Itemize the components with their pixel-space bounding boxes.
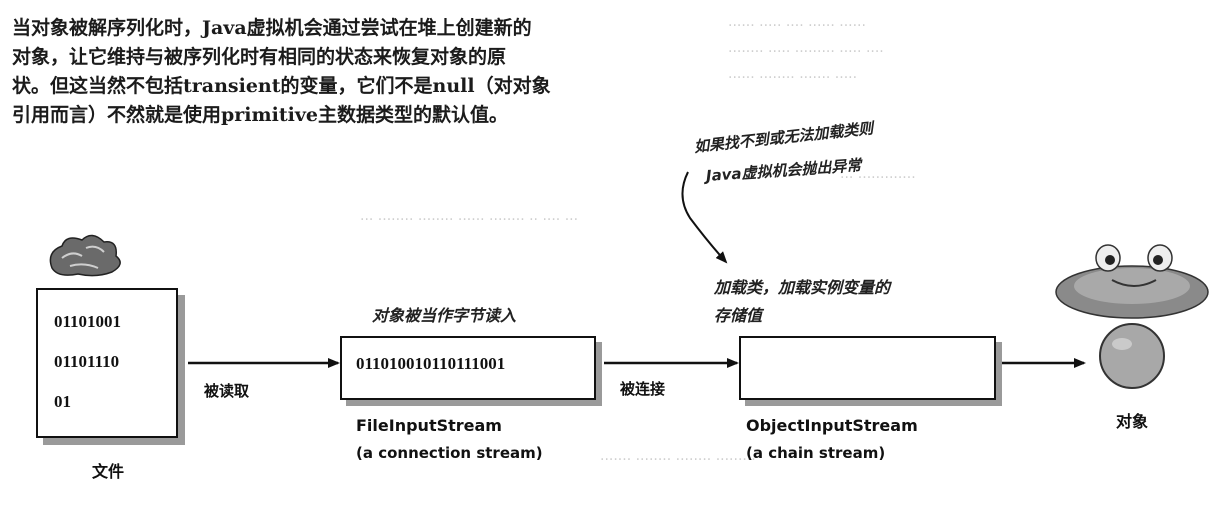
intro-paragraph: 当对象被解序列化时，Java虚拟机会通过尝试在堆上创建新的 对象，让它维持与被序…: [12, 14, 702, 130]
object-ball: [1099, 323, 1165, 389]
paragraph-line: 当对象被解序列化时，Java虚拟机会通过尝试在堆上创建新的: [12, 17, 532, 39]
file-label: 文件: [92, 462, 125, 481]
paragraph-line: 引用而言）不然就是使用primitive主数据类型的默认值。: [12, 104, 508, 126]
file-bits-line: 01101110: [54, 352, 120, 371]
object-label: 对象: [1116, 412, 1149, 431]
load-class-note-line2: 存储值: [714, 306, 763, 325]
exception-arrow: [681, 171, 728, 264]
shell-icon: [49, 234, 121, 277]
chained-label: 被连接: [620, 380, 666, 398]
paragraph-line: 状。但这当然不包括transient的变量，它们不是null（对对象: [12, 75, 551, 97]
file-input-stream-desc: (a connection stream): [356, 444, 543, 462]
object-input-stream-desc: (a chain stream): [746, 444, 886, 462]
object-input-stream-name: ObjectInputStream: [746, 416, 918, 435]
file-input-stream-name: FileInputStream: [356, 416, 502, 435]
stream-bytes: 011010010110111001: [356, 354, 506, 373]
load-class-note-line1: 加载类，加载实例变量的: [714, 278, 891, 297]
file-bits-line: 01: [54, 392, 71, 411]
object-input-stream-box: [739, 336, 996, 400]
read-label: 被读取: [204, 382, 250, 400]
file-bits-line: 01101001: [54, 312, 122, 331]
creature-icon: [1055, 244, 1209, 319]
paragraph-line: 对象，让它维持与被序列化时有相同的状态来恢复对象的原: [12, 46, 507, 68]
file-input-stream-box: 011010010110111001: [340, 336, 596, 400]
file-box: 01101001 01101110 01: [36, 288, 178, 438]
read-as-bytes-note: 对象被当作字节读入: [372, 306, 517, 325]
